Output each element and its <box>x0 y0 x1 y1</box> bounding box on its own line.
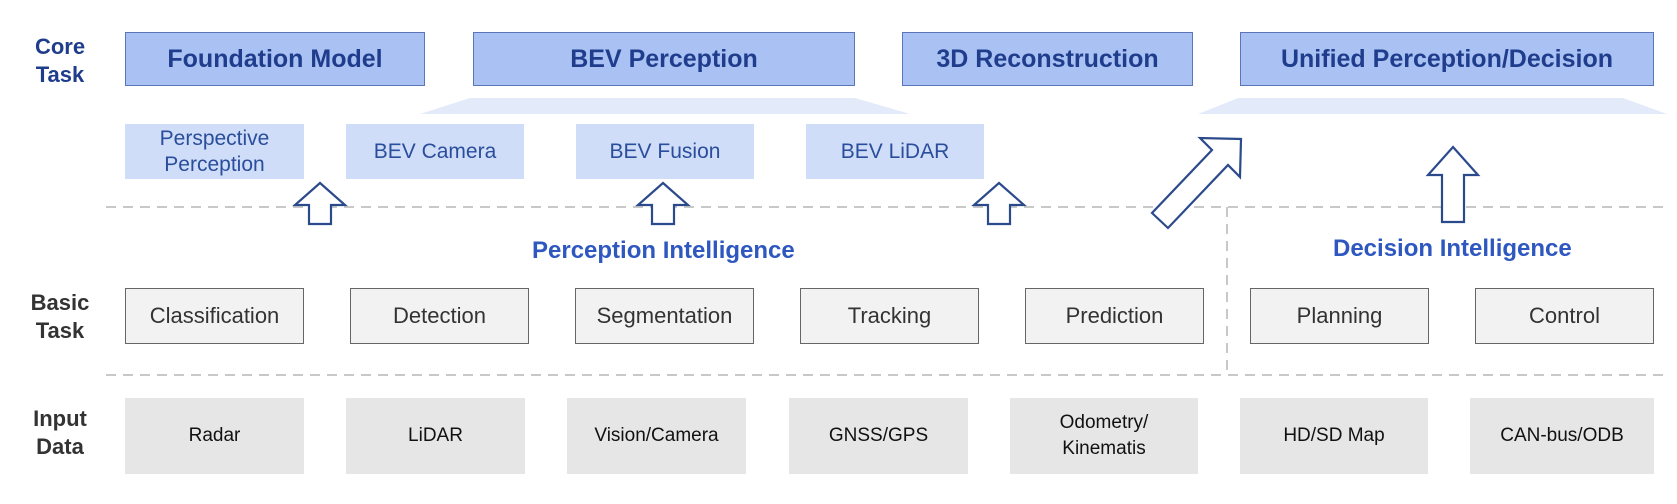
diagonal-arrow-icon <box>1150 136 1243 230</box>
row-label-input-data: Input Data <box>33 406 87 459</box>
input-can-bus-odb: CAN-bus/ODB <box>1470 398 1654 474</box>
row-label-core-task: Core Task <box>34 34 86 87</box>
up-arrow-icon <box>292 181 348 226</box>
input-lidar: LiDAR <box>346 398 525 474</box>
decision-intelligence-label: Decision Intelligence <box>1333 235 1572 262</box>
subtask-perspective-perception: Perspective Perception <box>125 124 304 179</box>
perception-intelligence-label: Perception Intelligence <box>532 237 795 264</box>
input-radar: Radar <box>125 398 304 474</box>
basic-task-segmentation: Segmentation <box>575 288 754 344</box>
basic-task-tracking: Tracking <box>800 288 979 344</box>
unified-bracket <box>1198 98 1667 114</box>
input-gnss-gps: GNSS/GPS <box>789 398 968 474</box>
input-hd-sd-map: HD/SD Map <box>1240 398 1428 474</box>
input-vision-camera: Vision/Camera <box>567 398 746 474</box>
core-task-foundation-model: Foundation Model <box>125 32 425 86</box>
basic-task-detection: Detection <box>350 288 529 344</box>
up-arrow-icon <box>1425 145 1481 224</box>
core-task-bev-perception: BEV Perception <box>473 32 855 86</box>
basic-task-prediction: Prediction <box>1025 288 1204 344</box>
core-task-3d-reconstruction: 3D Reconstruction <box>902 32 1193 86</box>
subtask-bev-fusion: BEV Fusion <box>576 124 754 179</box>
up-arrow-icon <box>971 181 1027 226</box>
bev-perception-bracket <box>420 98 910 114</box>
subtask-bev-camera: BEV Camera <box>346 124 524 179</box>
core-task-unified-perception-decision: Unified Perception/Decision <box>1240 32 1654 86</box>
basic-task-planning: Planning <box>1250 288 1429 344</box>
up-arrow-icon <box>635 181 691 226</box>
input-odometry-kinematis: Odometry/ Kinematis <box>1010 398 1198 474</box>
row-label-basic-task: Basic Task <box>30 290 90 343</box>
subtask-bev-lidar: BEV LiDAR <box>806 124 984 179</box>
basic-task-classification: Classification <box>125 288 304 344</box>
basic-task-control: Control <box>1475 288 1654 344</box>
